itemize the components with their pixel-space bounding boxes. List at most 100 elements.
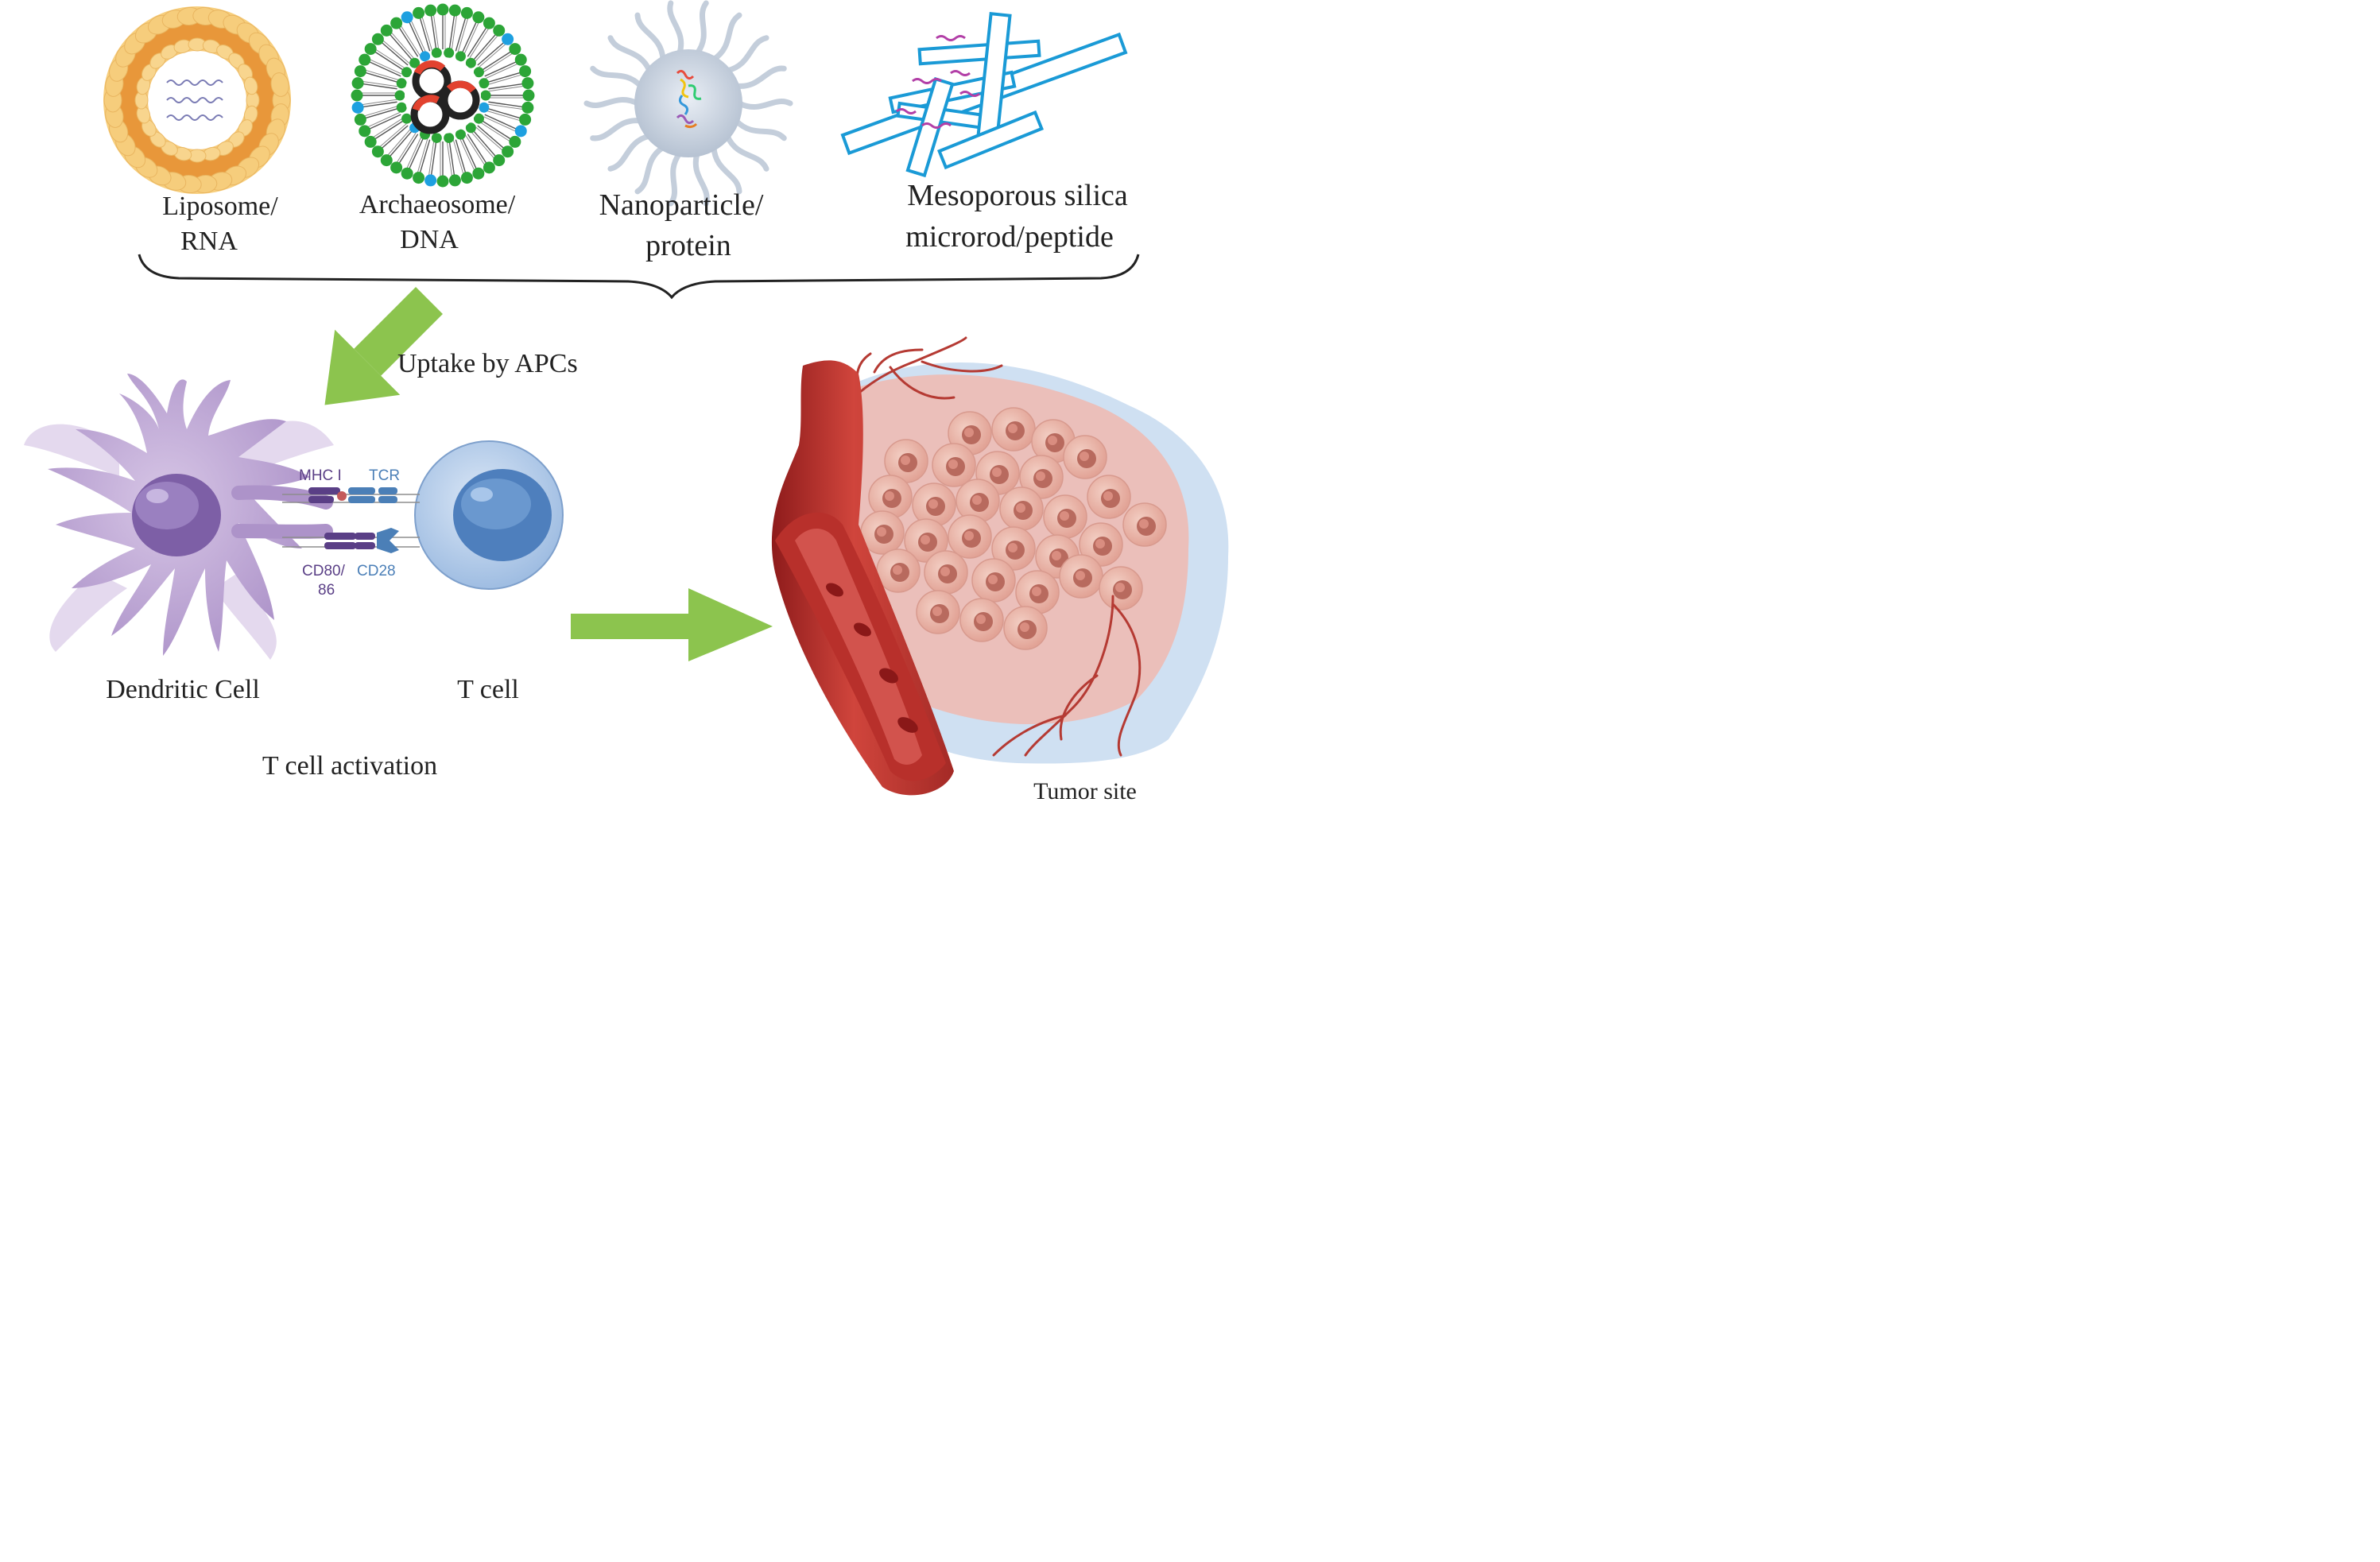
tumor-cell-nucleolus [921,535,930,545]
ligand-arm [736,99,793,110]
head-group [473,113,484,124]
head-group [364,43,377,56]
head-group [522,89,535,102]
head-group [460,172,473,184]
tumor-cell-nucleolus [976,614,986,624]
tumor-cell-nucleolus [1076,571,1085,580]
archaeosome-label-line2: DNA [400,225,459,254]
tumor-cell-nucleolus [940,567,950,576]
grouping-brace [138,254,1140,300]
head-group [409,57,421,68]
tumor-cell-nucleolus [1020,622,1029,632]
lipid-tail [463,21,480,55]
head-group [455,51,466,62]
lipid-tail [475,126,504,152]
lipid-tail [417,138,428,175]
head-group [371,33,384,45]
lipid-tail [366,111,401,128]
lipid-tail [472,130,498,159]
lipid-tail [374,48,406,69]
ligand-arm [711,12,742,63]
head-group [401,113,413,124]
uptake-arrow [324,287,443,405]
lipid-tail [382,39,410,64]
head-group [502,33,514,45]
lipid-tail [452,140,464,176]
head-group [472,167,485,180]
lipid-tail [361,80,398,87]
mhc-label: MHC I [299,467,342,484]
lipid-tail [446,141,453,178]
lipid-tail [379,125,409,150]
tumor-cell-nucleolus [1008,424,1018,433]
tumor-cell-nucleolus [948,459,958,469]
lipid-tail [371,118,403,139]
head-group [472,11,485,24]
head-group [396,102,407,113]
protein-icon [676,69,702,129]
head-group [479,102,490,113]
lipid-tail [367,114,401,130]
lipid-tail [459,138,475,172]
lipid-tail [455,16,467,52]
head-group [519,65,532,78]
head-group [424,4,437,17]
head-group [401,67,413,78]
head-group [371,145,384,158]
lipid-tail [388,130,413,159]
lipid-tail [397,25,419,57]
tumor-cell-nucleolus [1008,543,1018,552]
head-group [351,89,363,102]
liposome-label-line2: RNA [180,227,238,256]
head-group [444,132,455,143]
lipid-tail [481,50,513,72]
t-cell-activation-label: T cell activation [262,751,437,781]
head-group [448,4,461,17]
tumor-cell-nucleolus [901,455,910,465]
peptide-strands [896,35,980,129]
head-group [413,6,425,19]
tumor-cell-nucleolus [988,575,998,584]
tumor-cell-nucleolus [1060,511,1069,521]
lipid-tail [481,119,513,141]
head-group [401,167,413,180]
tumor-cell-nucleolus [1048,436,1057,445]
uptake-label: Uptake by APCs [397,349,578,378]
lipid-tail [457,16,469,52]
head-group [351,101,364,114]
lipid-tail [373,50,405,72]
head-group [354,65,366,78]
liposome-bilayer-beads [103,6,291,194]
head-group [465,122,476,134]
head-group [394,90,405,101]
tumor-cell-nucleolus [964,428,974,437]
immunotherapy-diagram: Liposome/ RNA Archaeosome/ DNA Nanoparti… [24,0,1229,804]
ligand-arm [590,65,644,89]
dna-plasmids [410,60,480,134]
lipid-tail [479,42,507,68]
lipid-tail [467,134,488,165]
head-group [444,48,455,59]
lipid-tail [488,101,525,108]
head-group [483,161,495,174]
ligand-arm [634,144,666,195]
tumor-cell-nucleolus [1052,551,1061,560]
head-group [413,172,425,184]
lipid-tail [483,52,514,73]
liposome-illustration [103,6,291,194]
tumor-cell-nucleolus [1095,539,1105,548]
ligand-arm [583,97,641,108]
lipid-tail [430,13,437,50]
ligand-arm [711,144,742,195]
tumor-cell-nucleolus [992,467,1002,477]
lipid-tail [461,20,478,54]
lipid-tail [428,140,435,177]
head-group [493,154,506,167]
archaeosome-lipid-tails [360,13,525,178]
head-group [455,129,466,140]
tumor-cell-nucleolus [928,499,938,509]
ligand-arm [733,118,787,141]
head-group [483,17,495,29]
head-group [396,78,407,89]
head-group [420,51,431,62]
